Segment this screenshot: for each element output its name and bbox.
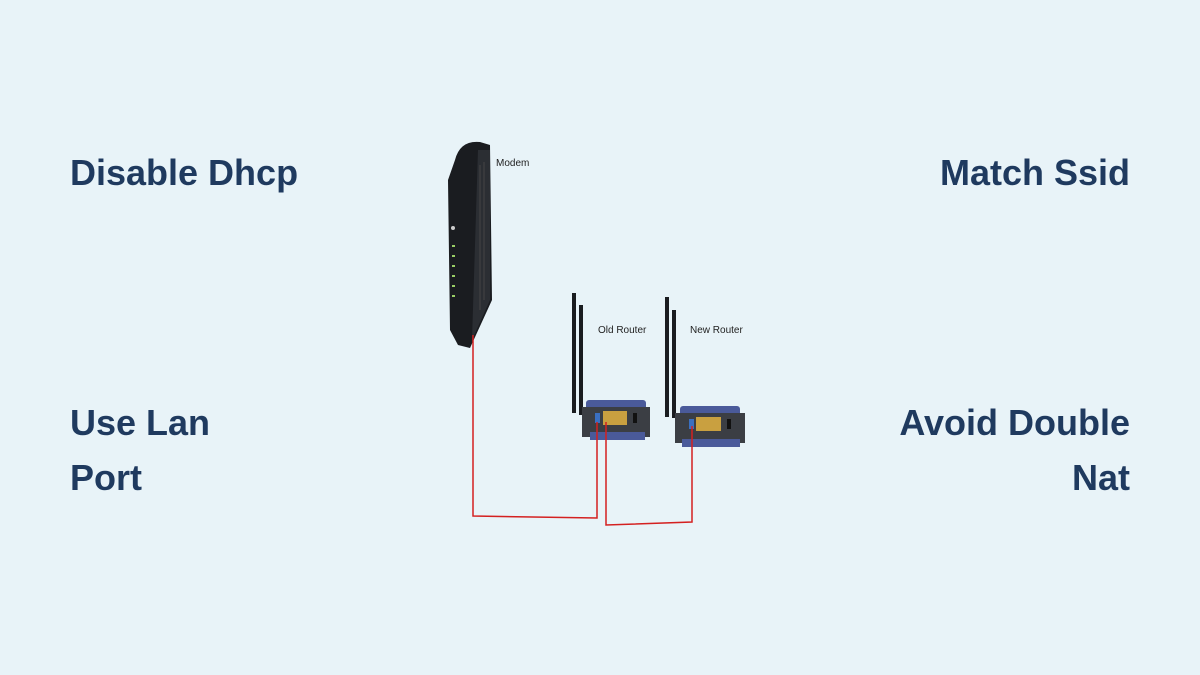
old-router-icon <box>572 293 650 440</box>
tip-disable-dhcp: Disable Dhcp <box>70 152 299 193</box>
modem-icon <box>448 141 492 348</box>
modem-label: Modem <box>496 158 529 169</box>
tip-line: Use Lan <box>70 402 211 443</box>
tip-line: Avoid Double <box>899 402 1130 443</box>
tip-avoid-double-nat: Avoid Double Nat <box>899 395 1130 505</box>
new-router-label: New Router <box>690 325 743 336</box>
old-router-label: Old Router <box>598 325 647 336</box>
cable-modem-to-old-router <box>472 335 598 519</box>
tip-use-lan-port: Use Lan Port <box>70 395 210 505</box>
tip-line: Nat <box>1071 457 1130 498</box>
cable-old-to-new-router <box>605 422 693 526</box>
new-router-icon <box>665 297 745 447</box>
tip-match-ssid: Match Ssid <box>939 152 1130 193</box>
tip-line: Port <box>70 457 142 498</box>
